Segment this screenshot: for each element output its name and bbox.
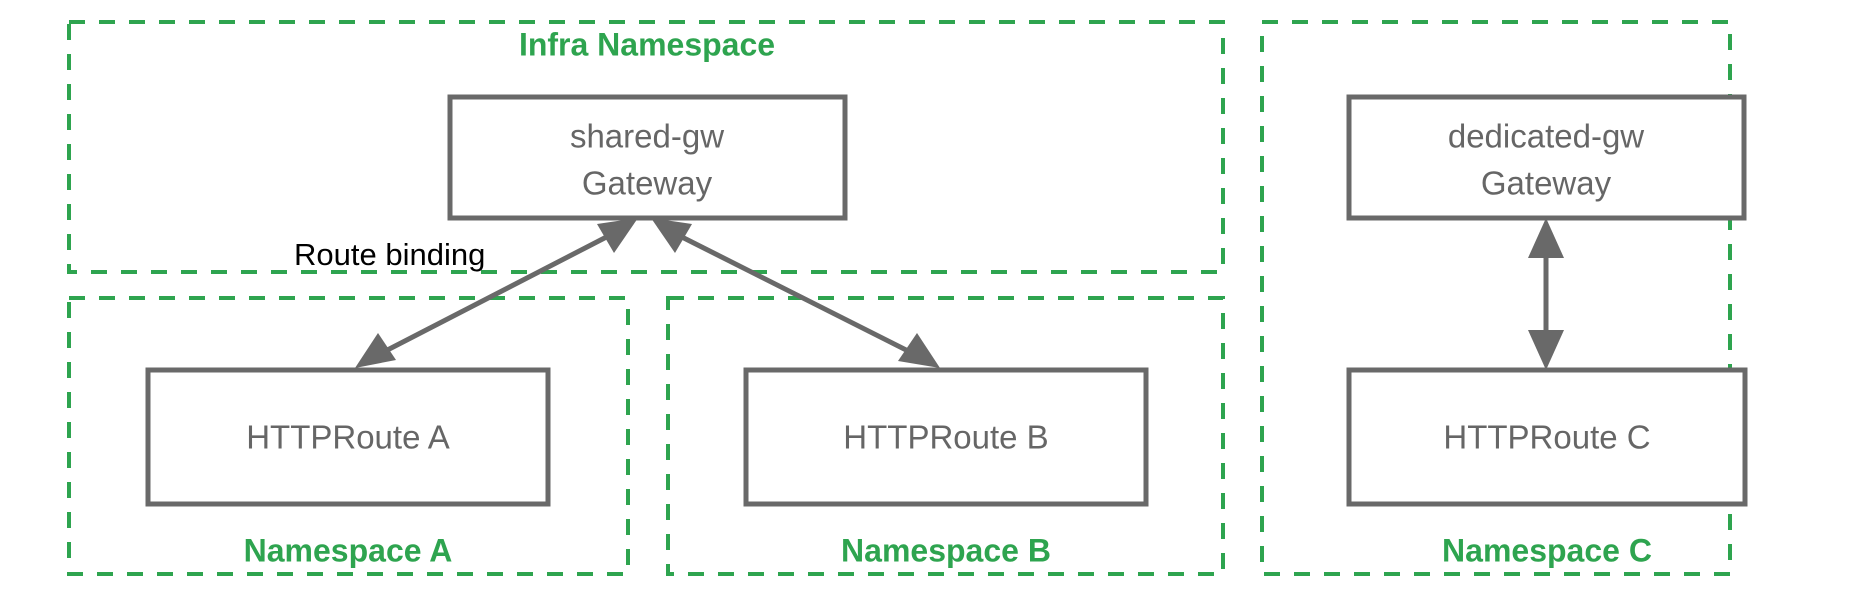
arrow-head-b-to-gateway xyxy=(651,218,692,253)
node-httproute-c[interactable]: HTTPRoute C xyxy=(1346,367,1748,507)
namespace-boundary-a xyxy=(67,296,630,576)
node-httproute-a[interactable]: HTTPRoute A xyxy=(145,367,551,507)
arrow-head-a-to-gateway xyxy=(597,218,638,253)
node-box-httproute-b[interactable] xyxy=(743,367,1149,507)
namespace-label-b: Namespace B xyxy=(841,532,1051,568)
namespace-label-a: Namespace A xyxy=(244,532,453,568)
node-box-httproute-c[interactable] xyxy=(1346,367,1748,507)
node-box-httproute-a[interactable] xyxy=(145,367,551,507)
namespace-boundary-b xyxy=(666,296,1225,576)
node-label-shared-gw-line2: Gateway xyxy=(582,165,713,202)
edge-line-a xyxy=(370,227,622,361)
edge-route-binding-b xyxy=(651,218,940,368)
edge-route-binding-c xyxy=(1528,218,1564,370)
edge-line-b xyxy=(666,227,924,361)
arrow-head-c-to-route xyxy=(1528,330,1564,370)
node-label-shared-gw-line1: shared-gw xyxy=(570,118,724,155)
node-box-dedicated-gw[interactable] xyxy=(1346,94,1747,221)
arrow-head-c-to-gateway xyxy=(1528,218,1564,258)
edge-route-binding-a xyxy=(355,218,638,368)
node-label-httproute-b: HTTPRoute B xyxy=(843,419,1048,456)
edge-label-route-binding: Route binding xyxy=(294,237,485,272)
node-box-shared-gw[interactable] xyxy=(447,94,848,221)
arrow-head-a-to-route xyxy=(355,333,396,368)
arrow-head-b-to-route xyxy=(898,333,940,368)
namespace-label-infra: Infra Namespace xyxy=(519,26,775,62)
namespace-label-c: Namespace C xyxy=(1442,532,1652,568)
node-label-httproute-c: HTTPRoute C xyxy=(1443,419,1650,456)
node-shared-gw-gateway[interactable]: shared-gw Gateway xyxy=(447,94,848,221)
node-label-dedicated-gw-line2: Gateway xyxy=(1481,165,1612,202)
node-label-dedicated-gw-line1: dedicated-gw xyxy=(1448,118,1644,155)
namespace-boundary-infra xyxy=(67,20,1225,274)
node-httproute-b[interactable]: HTTPRoute B xyxy=(743,367,1149,507)
node-label-httproute-a: HTTPRoute A xyxy=(246,419,450,456)
node-dedicated-gw-gateway[interactable]: dedicated-gw Gateway xyxy=(1346,94,1747,221)
